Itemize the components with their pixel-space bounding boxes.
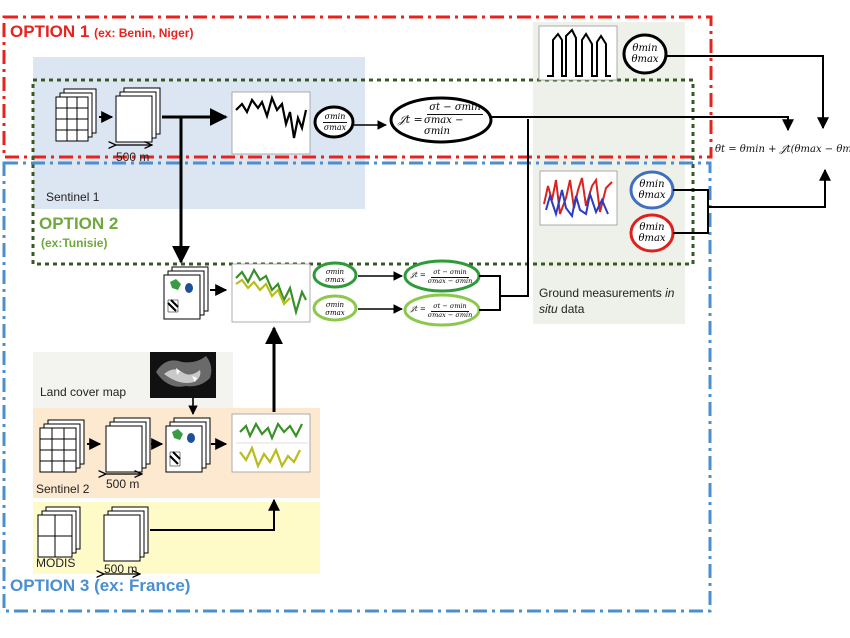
option2-title: OPTION 2 <box>39 214 119 233</box>
sigma-min-3: σmin <box>325 300 345 309</box>
normalization-ellipse-option1 <box>389 96 493 144</box>
modis-pixel-stack <box>103 506 149 562</box>
option1-title-text: OPTION 1 <box>10 22 90 41</box>
norm-den-1: σmax − σmin <box>424 114 464 138</box>
sentinel1-label: Sentinel 1 <box>46 190 100 204</box>
sigma-ellipse-dark-green <box>312 261 358 289</box>
sigma-max-3: σmax <box>325 309 345 317</box>
option2-frame <box>31 78 695 266</box>
theta-max-2: θmax <box>638 190 666 201</box>
sar-green-chart <box>231 263 311 323</box>
sentinel1-grid-stack <box>55 88 97 142</box>
backscatter-chart <box>231 91 311 155</box>
land-cover-map-image <box>150 352 216 398</box>
final-equation: θt = θmin + 𝒥t(θmax − θmin) <box>715 144 850 155</box>
sigma-min-1: σmin <box>322 112 348 123</box>
ground-text-1a: Ground measurements <box>539 286 666 300</box>
norm-lhs-1: 𝒥t = <box>398 113 423 126</box>
norm-num-3: σt − σmin <box>431 302 469 312</box>
ndvi-chart <box>231 413 311 473</box>
norm-lhs-3: 𝒥t = <box>410 305 426 313</box>
classified-stack-s2 <box>165 417 211 473</box>
theta-min-2: θmin <box>639 178 665 190</box>
norm-lhs-2: 𝒥t = <box>410 271 426 279</box>
option3-frame <box>2 161 712 613</box>
ground-text-1b: in <box>665 286 675 300</box>
ground-timeseries-top <box>538 25 618 81</box>
option3-title: OPTION 3 (ex: France) <box>10 576 191 595</box>
sigma-ellipse-light-green <box>312 294 358 322</box>
land-cover-label: Land cover map <box>40 385 127 399</box>
modis-grid-stack <box>37 506 81 558</box>
norm-num-1: σt − σmin <box>427 102 483 115</box>
sigma-max-1: σmax <box>323 122 347 132</box>
option2-example: (ex:Tunisie) <box>41 236 108 250</box>
ground-timeseries-colored <box>539 170 618 226</box>
sentinel2-grid-stack <box>39 419 85 473</box>
theta-max-1: θmax <box>631 54 659 65</box>
norm-den-3: σmax − σmin <box>427 310 473 319</box>
norm-num-2: σt − σmin <box>431 268 469 278</box>
option1-frame <box>2 15 713 159</box>
modis-label: MODIS <box>36 556 76 570</box>
sentinel2-pixel-stack <box>105 417 151 473</box>
theta-min-3: θmin <box>639 221 665 233</box>
sigma-max-2: σmax <box>325 276 345 284</box>
option1-title: OPTION 1 (ex: Benin, Niger) <box>10 22 193 42</box>
modis-panel <box>33 502 320 574</box>
theta-max-3: θmax <box>638 233 666 244</box>
sentinel1-scale-label: 500 m <box>116 150 150 164</box>
sigma-min-2: σmin <box>325 267 345 276</box>
norm-den-2: σmax − σmin <box>427 276 473 285</box>
option1-example: (ex: Benin, Niger) <box>94 26 194 40</box>
ground-text-2b: data <box>557 302 585 316</box>
classified-stack-s1 <box>163 266 209 320</box>
ground-text-2a: situ <box>539 302 558 316</box>
ground-measurements-label-2: situ data <box>539 302 584 316</box>
sentinel2-label: Sentinel 2 <box>36 482 90 496</box>
modis-scale-label: 500 m <box>104 562 138 576</box>
theta-min-1: θmin <box>632 42 658 54</box>
sentinel2-scale-label: 500 m <box>106 477 140 491</box>
ground-measurements-label: Ground measurements in <box>539 286 674 300</box>
sentinel1-pixel-stack <box>115 87 161 143</box>
theta-ellipse-top <box>622 33 668 75</box>
